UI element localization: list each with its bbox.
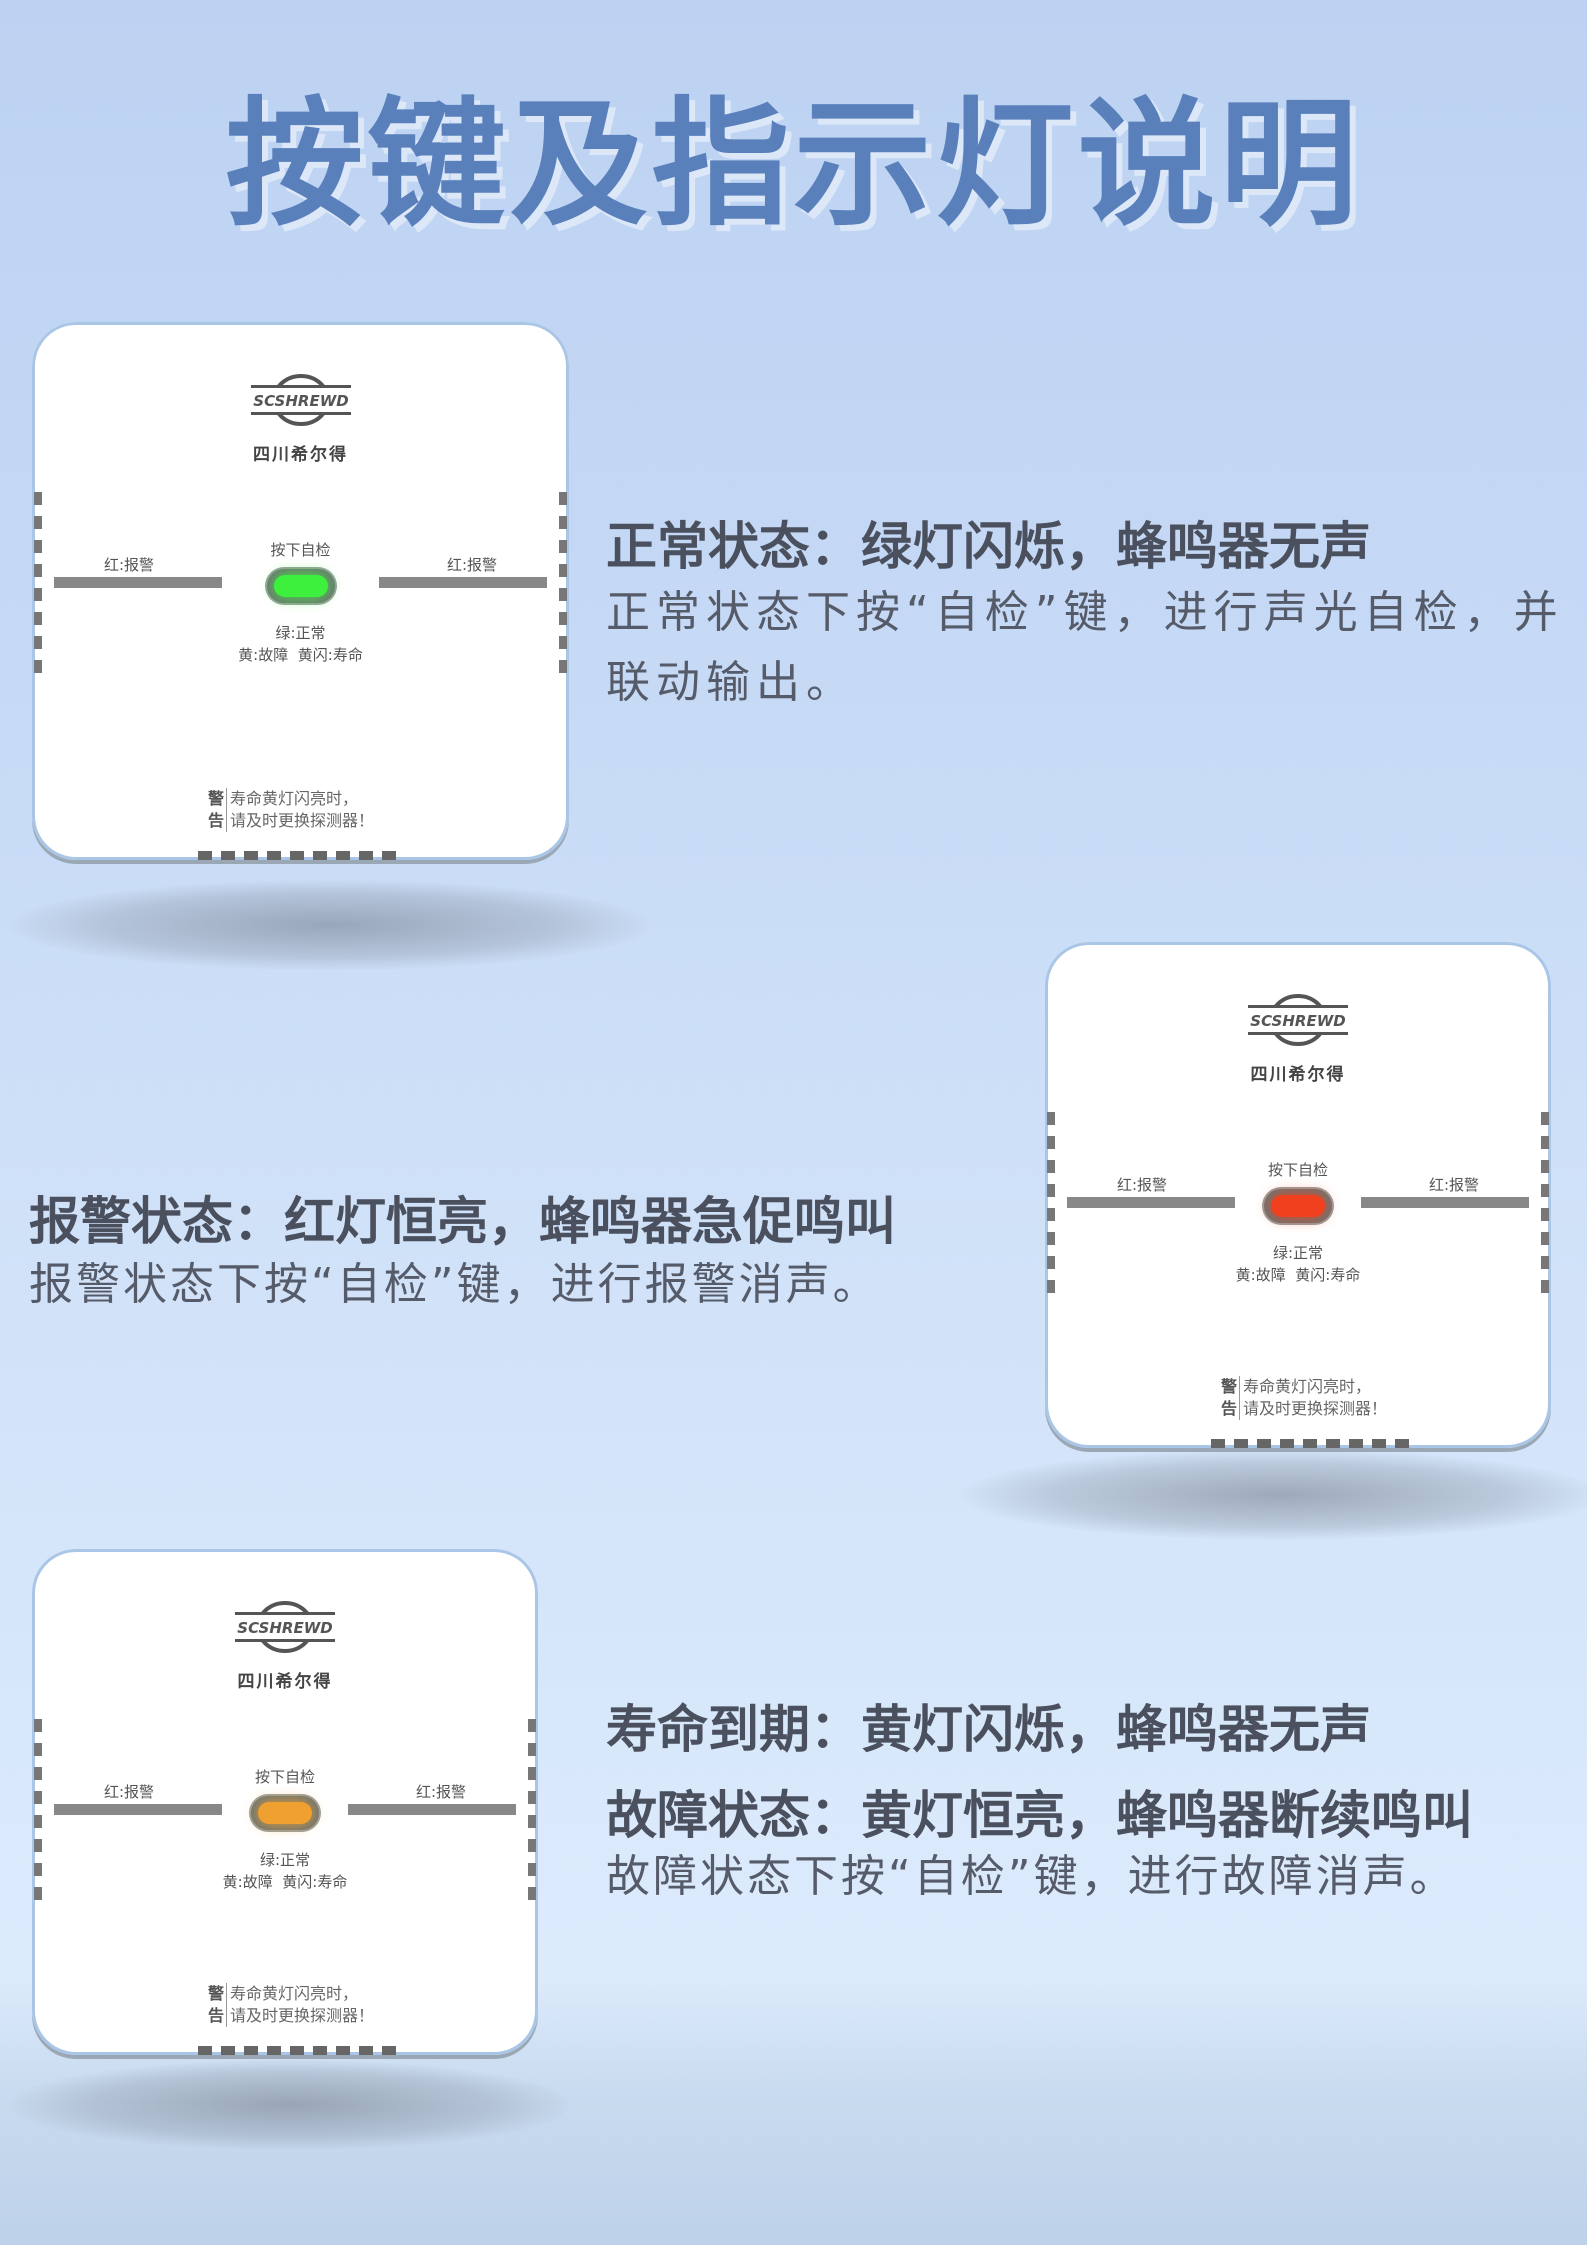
left-indicator-bar bbox=[54, 577, 222, 588]
self-test-label: 按下自检 bbox=[1267, 1161, 1328, 1179]
brand-name: 四川希尔得 bbox=[237, 1672, 333, 1692]
left-alarm-label: 红:报警 bbox=[104, 556, 155, 574]
svg-text:SCSHREWD: SCSHREWD bbox=[237, 1619, 332, 1637]
legend-line: 黄:故障 黄闪:寿命 bbox=[238, 646, 363, 664]
section-heading-alarm: 报警状态：红灯恒亮，蜂鸣器急促鸣叫 bbox=[29, 1193, 897, 1252]
left-alarm-label: 红:报警 bbox=[104, 1783, 155, 1801]
svg-text:SCSHREWD: SCSHREWD bbox=[1250, 1012, 1345, 1030]
right-alarm-label: 红:报警 bbox=[446, 556, 497, 574]
warning-label: 警告 寿命黄灯闪亮时， 请及时更换探测器！ bbox=[208, 1983, 374, 2027]
self-test-button[interactable] bbox=[266, 569, 335, 603]
warning-line: 寿命黄灯闪亮时， bbox=[1243, 1377, 1372, 1396]
section-heading-normal: 正常状态：绿灯闪烁，蜂鸣器无声 bbox=[606, 518, 1372, 577]
led-light bbox=[273, 575, 328, 597]
legend-line: 绿:正常 bbox=[275, 624, 326, 642]
warning-line: 请及时更换探测器！ bbox=[1243, 1399, 1388, 1418]
detector-fault: SCSHREWD 四川希尔得 红:报警 红:报警 按下自检 绿:正常 黄:故障 … bbox=[32, 1549, 538, 2055]
brand-logo: SCSHREWD bbox=[250, 372, 351, 428]
device-shadow bbox=[10, 2060, 570, 2150]
left-indicator-bar bbox=[1067, 1197, 1235, 1208]
brand-name: 四川希尔得 bbox=[253, 445, 348, 465]
side-vents bbox=[34, 1719, 42, 1900]
side-vents bbox=[559, 492, 567, 673]
warning-mark: 警告 bbox=[208, 1983, 227, 2027]
section-body-alarm: 报警状态下按“自检”键，进行报警消声。 bbox=[29, 1259, 880, 1310]
left-indicator-bar bbox=[54, 1804, 222, 1815]
legend-line: 黄:故障 黄闪:寿命 bbox=[1235, 1266, 1361, 1284]
led-legend: 绿:正常 黄:故障 黄闪:寿命 bbox=[32, 1849, 538, 1893]
led-light bbox=[1271, 1195, 1325, 1217]
section-body-normal: 正常状态下按“自检”键，进行声光自检，并联动输出。 bbox=[606, 587, 1564, 708]
section-heading-fault: 故障状态：黄灯恒亮，蜂鸣器断续鸣叫 bbox=[606, 1787, 1474, 1846]
warning-line: 寿命黄灯闪亮时， bbox=[230, 789, 359, 808]
side-vents bbox=[34, 492, 42, 673]
left-alarm-label: 红:报警 bbox=[1117, 1176, 1168, 1194]
side-vents bbox=[1541, 1112, 1549, 1293]
self-test-button[interactable] bbox=[1264, 1189, 1332, 1223]
svg-text:SCSHREWD: SCSHREWD bbox=[253, 392, 348, 410]
device-shadow bbox=[960, 1450, 1587, 1540]
led-legend: 绿:正常 黄:故障 黄闪:寿命 bbox=[32, 622, 569, 666]
page-title: 按键及指示灯说明 bbox=[225, 84, 1362, 245]
warning-line: 寿命黄灯闪亮时， bbox=[230, 1984, 359, 2003]
legend-line: 绿:正常 bbox=[1272, 1244, 1324, 1262]
brand-logo: SCSHREWD bbox=[1248, 992, 1348, 1048]
self-test-label: 按下自检 bbox=[254, 1768, 315, 1786]
detector-normal: SCSHREWD 四川希尔得 红:报警 红:报警 按下自检 绿:正常 黄:故障 … bbox=[32, 322, 569, 860]
bottom-vents bbox=[1211, 1439, 1409, 1448]
warning-label: 警告 寿命黄灯闪亮时， 请及时更换探测器！ bbox=[208, 788, 374, 832]
side-vents bbox=[1047, 1112, 1055, 1293]
section-heading-life: 寿命到期：黄灯闪烁，蜂鸣器无声 bbox=[606, 1701, 1372, 1760]
brand-logo: SCSHREWD bbox=[235, 1599, 335, 1655]
warning-line: 请及时更换探测器！ bbox=[230, 811, 375, 830]
side-vents bbox=[528, 1719, 536, 1900]
brand-name: 四川希尔得 bbox=[1250, 1065, 1346, 1085]
legend-line: 绿:正常 bbox=[259, 1851, 311, 1869]
warning-mark: 警告 bbox=[1221, 1376, 1240, 1420]
section-body-fault: 故障状态下按“自检”键，进行故障消声。 bbox=[606, 1851, 1457, 1902]
warning-label: 警告 寿命黄灯闪亮时， 请及时更换探测器！ bbox=[1221, 1376, 1387, 1420]
warning-line: 请及时更换探测器！ bbox=[230, 2006, 375, 2025]
bottom-vents bbox=[198, 851, 396, 860]
self-test-label: 按下自检 bbox=[270, 541, 331, 559]
bottom-vents bbox=[198, 2046, 396, 2055]
right-indicator-bar bbox=[1361, 1197, 1529, 1208]
detector-alarm: SCSHREWD 四川希尔得 红:报警 红:报警 按下自检 绿:正常 黄:故障 … bbox=[1045, 942, 1551, 1448]
right-alarm-label: 红:报警 bbox=[1428, 1176, 1479, 1194]
legend-line: 黄:故障 黄闪:寿命 bbox=[222, 1873, 348, 1891]
self-test-button[interactable] bbox=[251, 1796, 319, 1830]
led-light bbox=[258, 1802, 312, 1824]
right-indicator-bar bbox=[348, 1804, 516, 1815]
led-legend: 绿:正常 黄:故障 黄闪:寿命 bbox=[1045, 1242, 1551, 1286]
warning-mark: 警告 bbox=[208, 788, 227, 832]
right-indicator-bar bbox=[379, 577, 547, 588]
right-alarm-label: 红:报警 bbox=[415, 1783, 466, 1801]
device-shadow bbox=[10, 880, 650, 970]
